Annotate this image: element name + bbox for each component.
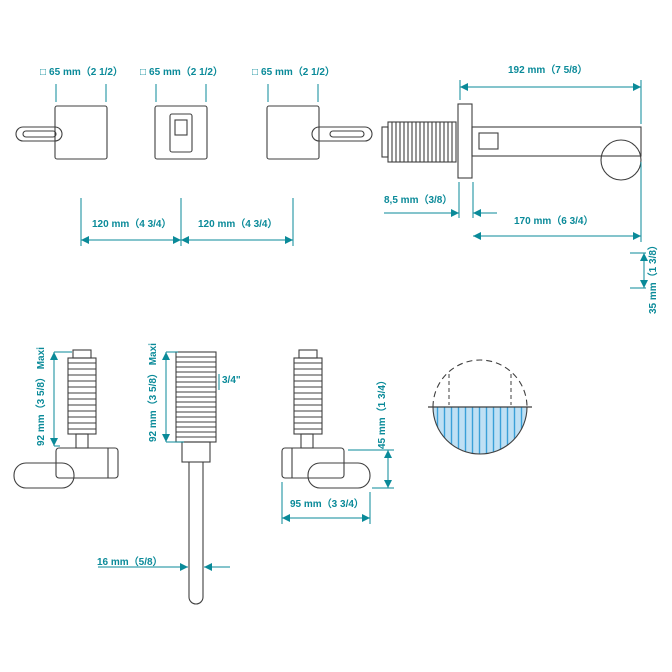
dim-label-tube-diameter: 16 mm（5/8） [97, 557, 163, 568]
dim-handle-width-ticks [55, 84, 319, 102]
dim-text: 65 mm（2 1/2） [261, 67, 335, 78]
valve-side-middle [175, 351, 217, 605]
dim-label-handle3-width: □65 mm（2 1/2） [252, 67, 335, 78]
detail-hidden-arc [432, 359, 528, 408]
dim-spout-projection [473, 162, 642, 242]
dim-label-thread-size: 3/4" [222, 375, 241, 386]
square-section-symbol: □ [252, 67, 259, 78]
handle-faceplate-left [54, 105, 108, 160]
spout-wall-flange [457, 103, 473, 179]
dim-text: 65 mm（2 1/2） [49, 67, 123, 78]
dim-label-valve-depth-middle: 92 mm（3 5/8） Maxi [148, 343, 159, 442]
dim-label-plate-thickness: 8,5 mm（3/8） [384, 195, 453, 206]
spout-outlet-circle [600, 139, 642, 181]
dim-handle-spacing [80, 198, 294, 246]
dim-spout-drop [630, 252, 648, 289]
dim-label-spacing-1: 120 mm（4 3/4） [92, 219, 172, 230]
dim-valve-depth-left [50, 351, 72, 447]
dim-valve-depth-middle [162, 351, 184, 443]
dim-label-spout-drop: 35 mm（1 3/8） [648, 240, 659, 314]
aerator-detail [428, 359, 532, 455]
detail-hidden-edges [448, 374, 512, 405]
dim-handle-height [348, 449, 394, 489]
valve-side-left [13, 349, 119, 489]
valve-side-right [281, 349, 371, 489]
handle-faceplate-right [266, 105, 320, 160]
spout-body [471, 126, 642, 157]
handle-lever-left [15, 126, 63, 142]
dim-label-handle2-width: □65 mm（2 1/2） [140, 67, 223, 78]
detail-solid-arc [432, 406, 528, 455]
square-section-symbol: □ [40, 67, 47, 78]
product-views [13, 103, 642, 605]
dim-label-spacing-2: 120 mm（4 3/4） [198, 219, 278, 230]
dim-label-spout-projection: 170 mm（6 3/4） [514, 216, 594, 227]
spout-connector [381, 121, 457, 163]
dim-label-handle-height: 45 mm（1 3/4） [377, 375, 388, 449]
diverter-knob [169, 113, 193, 153]
square-section-symbol: □ [140, 67, 147, 78]
dim-label-handle1-width: □65 mm（2 1/2） [40, 67, 123, 78]
handle-faceplate-middle [154, 105, 208, 160]
dim-spout-total-length [459, 80, 642, 124]
dim-label-valve-depth-left: 92 mm（3 5/8） Maxi [36, 347, 47, 446]
dim-handle-length [281, 482, 371, 524]
handle-lever-right [311, 126, 373, 142]
dim-text: 65 mm（2 1/2） [149, 67, 223, 78]
dim-plate-thickness [384, 182, 497, 218]
dim-label-handle-length: 95 mm（3 3/4） [290, 499, 364, 510]
detail-hatch-area [433, 407, 527, 454]
dimension-linework [50, 80, 648, 571]
dim-label-spout-total-length: 192 mm（7 5/8） [508, 65, 588, 76]
